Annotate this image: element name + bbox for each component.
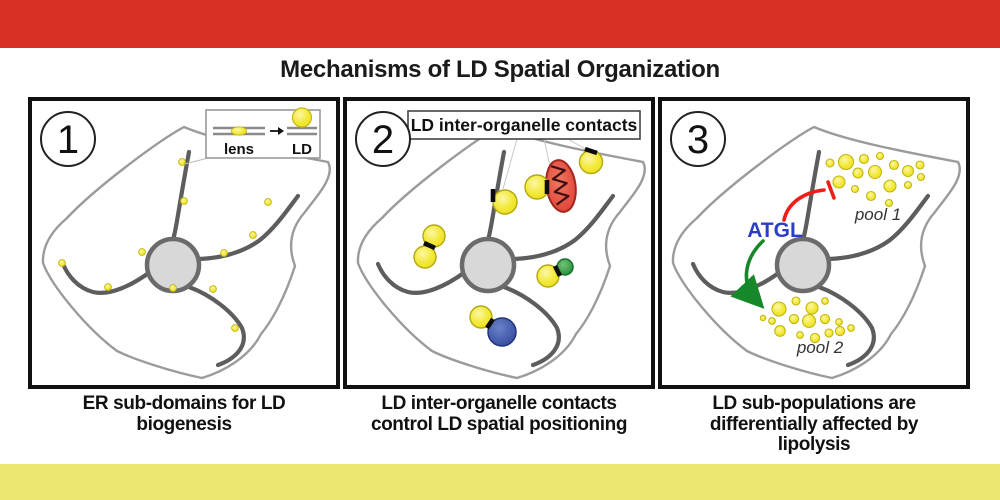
caption-panel-1: ER sub-domains for LD biogenesis [28, 393, 340, 435]
er-bilayer-with-ld-icon [287, 126, 317, 136]
bottom-yellow-banner [0, 464, 1000, 500]
figure-title: Mechanisms of LD Spatial Organization [280, 56, 720, 83]
panel-number: 3 [687, 118, 709, 162]
panel-number: 2 [372, 118, 394, 162]
arrow-icon [270, 127, 284, 135]
lens-to-ld-inset: lens LD [205, 107, 321, 159]
pool1-label: pool 1 [854, 205, 901, 224]
blue-organelle-icon [487, 317, 517, 347]
lipid-droplets [413, 149, 604, 329]
panel-1-drawing: lens LD 1 [40, 107, 331, 380]
panel-number-circle [40, 111, 96, 167]
nucleus [774, 236, 832, 294]
nucleus [144, 236, 202, 294]
er-tubules [60, 149, 301, 368]
er-lens-dots [58, 158, 272, 332]
ld-pool-1 [825, 151, 926, 208]
contact-site-marks [423, 146, 598, 330]
er-tubules [375, 149, 616, 368]
atgl-label: ATGL [747, 219, 803, 242]
lens-icon [231, 126, 247, 136]
caption-panel-3: LD sub-populations are differentially af… [658, 393, 970, 456]
activation-arrow-icon [730, 239, 765, 309]
caption-panel-1-text: ER sub-domains for LD biogenesis [82, 393, 286, 435]
nucleus [459, 236, 517, 294]
inset-pointer-line [184, 157, 209, 165]
caption-panel-2-text: LD inter-organelle contacts control LD s… [370, 393, 628, 435]
panel-number-circle [355, 111, 411, 167]
panel-interorganelle-contacts: LD inter-organelle contacts 2 [343, 97, 655, 389]
caption-panel-3-text: LD sub-populations are differentially af… [709, 393, 919, 456]
panel-3-drawing: ATGL pool 1 pool 2 3 [670, 111, 961, 380]
panel-er-subdomains: lens LD 1 [28, 97, 340, 389]
ld-pool-2 [759, 296, 855, 344]
panel-2-drawing: LD inter-organelle contacts 2 [355, 110, 646, 380]
pool2-label: pool 2 [796, 338, 844, 357]
contacts-label: LD inter-organelle contacts [411, 115, 638, 135]
ld-droplet-icon [291, 107, 313, 128]
inset-lens-label: lens [224, 141, 254, 158]
inhibition-arrow-icon [782, 180, 836, 222]
inset-ld-label: LD [292, 141, 312, 158]
contacts-label-box: LD inter-organelle contacts [407, 110, 641, 140]
panel-number-circle [670, 111, 726, 167]
panel-ld-subpopulations: ATGL pool 1 pool 2 3 [658, 97, 970, 389]
top-red-banner [0, 0, 1000, 48]
caption-panel-2: LD inter-organelle contacts control LD s… [343, 393, 655, 435]
panel-number: 1 [57, 118, 79, 162]
